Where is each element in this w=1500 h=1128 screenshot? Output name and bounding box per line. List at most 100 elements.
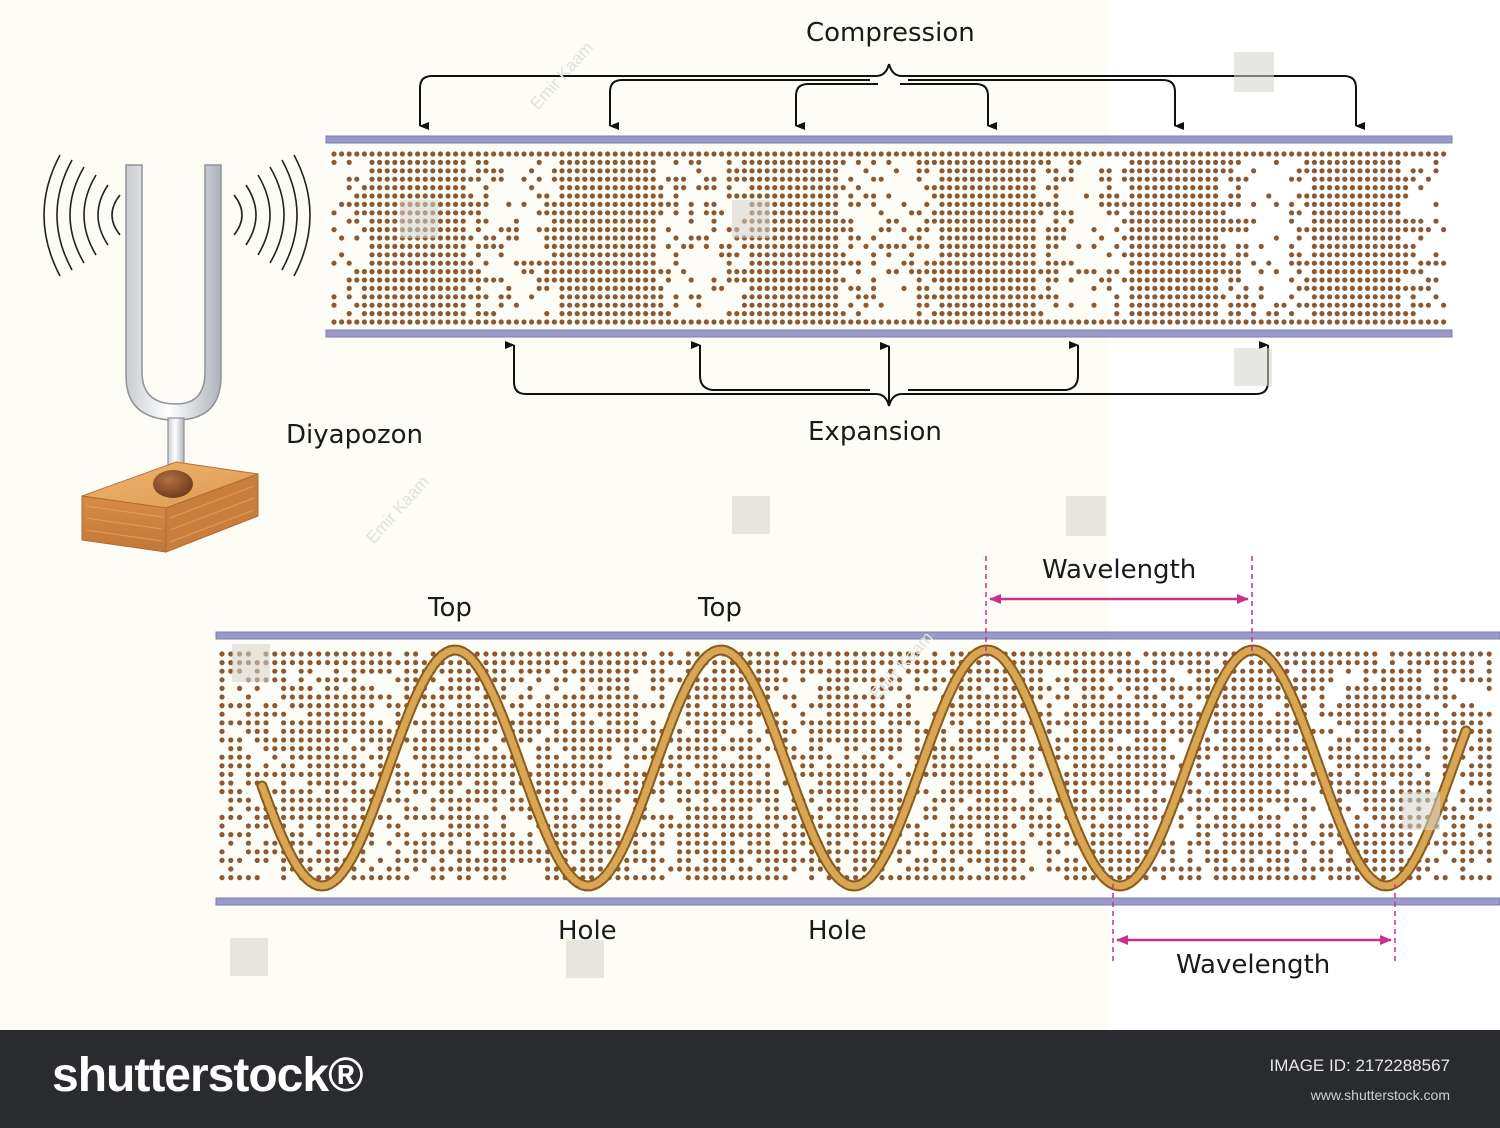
particle xyxy=(853,780,859,786)
particle xyxy=(879,694,885,700)
particle xyxy=(1319,703,1325,709)
particle xyxy=(1296,193,1302,199)
particle xyxy=(962,185,968,191)
particle xyxy=(1418,168,1424,174)
particle xyxy=(738,789,744,795)
particle xyxy=(958,771,964,778)
particle xyxy=(612,159,618,165)
particle xyxy=(1076,269,1082,275)
particle xyxy=(281,668,287,674)
particle xyxy=(905,703,912,709)
particle xyxy=(712,875,718,881)
particle xyxy=(1235,201,1241,207)
particle xyxy=(307,651,313,657)
particle xyxy=(901,201,907,207)
particle xyxy=(1134,754,1140,760)
particle xyxy=(331,159,337,165)
particle xyxy=(633,711,639,717)
particle xyxy=(949,814,956,821)
particle xyxy=(1275,685,1281,692)
particle xyxy=(474,651,480,657)
particle xyxy=(888,746,894,752)
particle xyxy=(465,875,471,881)
particle xyxy=(861,771,868,778)
particle xyxy=(567,319,573,325)
particle xyxy=(1342,277,1348,283)
particle xyxy=(453,218,459,224)
particle xyxy=(886,218,892,224)
particle xyxy=(738,866,744,872)
particle xyxy=(612,319,618,325)
particle xyxy=(835,849,841,855)
particle xyxy=(437,294,443,300)
particle xyxy=(1327,218,1333,224)
particle xyxy=(1061,260,1067,266)
particle xyxy=(580,797,586,803)
particle xyxy=(384,294,390,300)
particle xyxy=(263,823,269,829)
particle xyxy=(747,737,753,743)
particle xyxy=(897,651,903,657)
particle xyxy=(245,754,251,760)
particle xyxy=(1289,151,1295,157)
particle xyxy=(976,694,982,700)
particle xyxy=(641,832,648,838)
particle xyxy=(1152,651,1158,657)
particle xyxy=(977,311,983,317)
particle xyxy=(597,660,604,666)
particle xyxy=(1293,651,1299,657)
particle xyxy=(659,694,665,700)
particle xyxy=(726,151,732,157)
particle xyxy=(1213,849,1219,855)
particle xyxy=(307,660,313,666)
particle xyxy=(962,252,968,258)
particle xyxy=(658,294,664,300)
particle xyxy=(1249,703,1255,709)
particle xyxy=(941,866,947,872)
particle xyxy=(615,832,621,838)
particle xyxy=(1108,763,1114,769)
particle xyxy=(582,252,588,258)
particle xyxy=(1029,789,1035,795)
particle xyxy=(779,285,786,291)
particle xyxy=(870,823,876,829)
particle xyxy=(605,311,611,317)
particle xyxy=(1099,771,1105,778)
particle xyxy=(422,311,428,317)
particle xyxy=(673,294,679,300)
particle xyxy=(738,746,744,752)
particle xyxy=(1015,227,1021,233)
particle xyxy=(289,754,295,760)
particle xyxy=(985,771,991,778)
particle xyxy=(962,277,968,283)
particle xyxy=(457,711,463,717)
particle xyxy=(633,660,639,666)
particle xyxy=(855,159,862,165)
particle xyxy=(1257,660,1263,666)
particle xyxy=(1152,260,1158,266)
particle xyxy=(643,319,649,325)
particle xyxy=(756,840,762,846)
particle xyxy=(741,151,748,157)
particle xyxy=(430,269,436,275)
particle xyxy=(574,294,580,300)
particle xyxy=(1410,285,1416,291)
particle xyxy=(1020,746,1026,752)
particle xyxy=(764,176,770,182)
particle xyxy=(673,201,679,207)
particle xyxy=(795,185,801,191)
particle xyxy=(1011,797,1017,803)
particle xyxy=(1220,319,1226,325)
particle xyxy=(1220,294,1226,300)
particle xyxy=(782,660,788,666)
particle xyxy=(1161,763,1167,769)
particle xyxy=(351,789,357,795)
particle xyxy=(1275,771,1281,778)
particle xyxy=(848,218,854,224)
particle xyxy=(589,269,596,275)
particle xyxy=(468,201,474,207)
particle xyxy=(861,720,868,726)
particle xyxy=(1387,193,1393,199)
particle xyxy=(711,201,717,207)
particle xyxy=(333,694,339,700)
